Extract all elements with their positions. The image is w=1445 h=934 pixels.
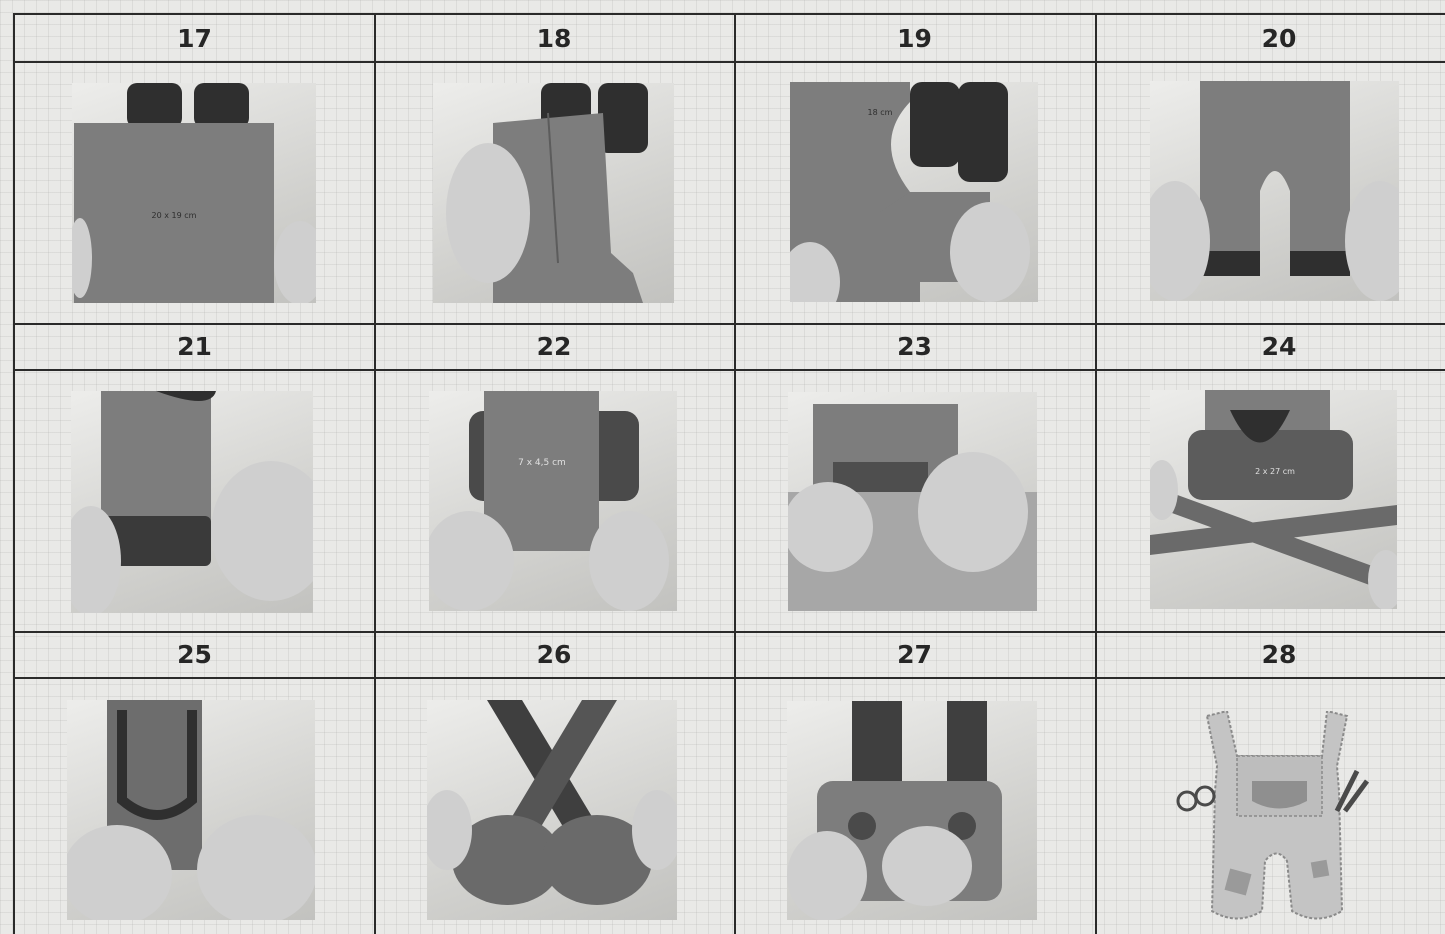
step-number: 20: [1095, 15, 1445, 63]
step-photo: 20 x 19 cm: [72, 83, 316, 303]
step-number: 23: [734, 323, 1095, 371]
step-photo: [71, 391, 313, 613]
step-cell-20: 20: [1095, 15, 1445, 325]
folding-bottom-illustration: [71, 391, 313, 613]
step-number: 22: [374, 323, 734, 371]
cardboard-sheet-illustration: 20 x 19 cm: [72, 83, 316, 303]
cut-cardboard-illustration: 18 cm: [790, 82, 1038, 302]
step-number: 27: [734, 631, 1095, 679]
straps-illustration: 2 x 27 cm: [1150, 390, 1397, 609]
step-cell-25: 25: [15, 631, 376, 934]
dimension-label: 18 cm: [868, 108, 893, 117]
step-cell-17: 17 20 x 19 cm: [15, 15, 376, 325]
step-number: 28: [1095, 631, 1445, 679]
step-number: 26: [374, 631, 734, 679]
step-cell-21: 21: [15, 323, 376, 633]
step-cell-19: 19 18 cm: [734, 15, 1097, 325]
step-number: 17: [15, 15, 374, 63]
dimension-label: 20 x 19 cm: [152, 211, 197, 220]
step-cell-26: 26: [374, 631, 736, 934]
step-photo: [427, 700, 677, 920]
wrapped-tubes-illustration: [1150, 81, 1399, 301]
finished-overall-pencil-holder: [1167, 711, 1382, 926]
step-cell-22: 22 7 x 4,5 cm: [374, 323, 736, 633]
crossed-straps-illustration: [427, 700, 677, 920]
step-photo: [433, 83, 674, 303]
step-cell-24: 24 2 x 27 cm: [1095, 323, 1445, 633]
step-cell-28: 28: [1095, 631, 1445, 934]
step-photo: [67, 700, 315, 920]
strap-gluing-illustration: [67, 700, 315, 920]
step-number: 24: [1095, 323, 1445, 371]
step-number: 25: [15, 631, 374, 679]
step-photo: [787, 701, 1037, 920]
step-photo: 7 x 4,5 cm: [429, 391, 677, 611]
step-number: 18: [374, 15, 734, 63]
step-cell-27: 27: [734, 631, 1097, 934]
pocket-attaching-illustration: [788, 392, 1037, 611]
step-photo-final: [1167, 711, 1382, 926]
dimension-label: 7 x 4,5 cm: [518, 458, 566, 468]
step-photo: 2 x 27 cm: [1150, 390, 1397, 609]
step-cell-18: 18: [374, 15, 736, 325]
step-number: 21: [15, 323, 374, 371]
buttons-illustration: [787, 701, 1037, 920]
step-photo: [1150, 81, 1399, 301]
cardboard-wrap-illustration: [433, 83, 674, 303]
dimension-label: 2 x 27 cm: [1255, 467, 1295, 476]
step-photo: 18 cm: [790, 82, 1038, 302]
step-cell-23: 23: [734, 323, 1097, 633]
step-number: 19: [734, 15, 1095, 63]
bib-attaching-illustration: 7 x 4,5 cm: [429, 391, 677, 611]
instruction-grid: 17 20 x 19 cm 18 19: [13, 13, 1445, 934]
step-photo: [788, 392, 1037, 611]
